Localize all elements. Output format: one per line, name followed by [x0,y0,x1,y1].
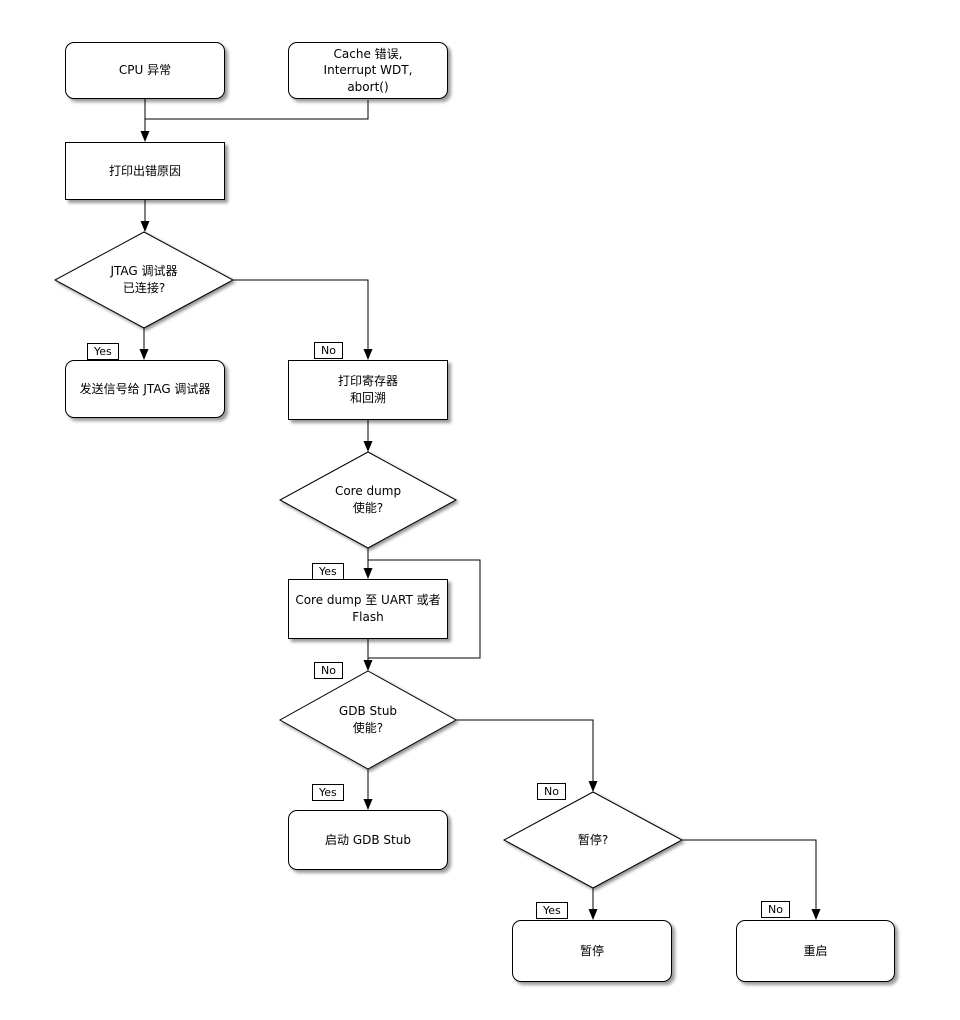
node-label-cpu-exception: CPU 异常 [118,63,172,78]
arrowhead-icon [139,349,149,360]
node-shape-halt-question [502,791,684,889]
node-label-start-gdbstub: 启动 GDB Stub [325,832,411,847]
node-print-registers: 打印寄存器 和回溯 [288,360,448,420]
node-gdbstub-enabled: GDB Stub 使能? [280,671,456,769]
node-shape-coredump-enabled [278,451,458,549]
branch-label-coredump-no: No [314,662,343,679]
node-halt-question: 暂停? [504,792,682,888]
edge-cache-join [145,100,369,120]
edge-halt-no-edge [682,839,817,919]
node-shape-gdbstub-enabled [278,670,458,770]
edge-coredump-no-edge [368,559,481,659]
node-cpu-exception: CPU 异常 [65,42,225,99]
node-start-gdbstub: 启动 GDB Stub [288,810,448,870]
node-coredump-enabled: Core dump 使能? [280,452,456,548]
arrowhead-icon [363,799,373,810]
branch-label-gdbstub-yes: Yes [312,784,344,801]
node-reboot: 重启 [736,920,895,982]
arrowhead-icon [363,568,373,579]
edge-gdb-no-edge [456,719,594,791]
node-label-coredump-uart-flash: Core dump 至 UART 或者 Flash [295,593,441,624]
node-label-halt: 暂停 [579,943,604,958]
node-label-send-signal-jtag: 发送信号给 JTAG 调试器 [79,381,211,396]
branch-label-coredump-yes: Yes [312,563,344,580]
arrowhead-icon [363,660,373,671]
node-label-print-registers: 打印寄存器 和回溯 [337,374,398,405]
branch-label-halt-no: No [537,783,566,800]
branch-label-halt-yes: Yes [536,902,568,919]
node-shape-jtag-connected [53,231,235,329]
node-label-halt-question: 暂停? [577,832,609,847]
node-coredump-uart-flash: Core dump 至 UART 或者 Flash [288,579,448,639]
arrowhead-icon [588,909,598,920]
arrowhead-icon [140,131,150,142]
node-label-reboot: 重启 [803,943,828,958]
node-label-print-error-cause: 打印出错原因 [108,163,181,178]
node-label-cache-error: Cache 错误, Interrupt WDT, abort() [323,46,413,94]
node-send-signal-jtag: 发送信号给 JTAG 调试器 [65,360,225,418]
branch-label-jtag-yes: Yes [87,343,119,360]
branch-label-reboot-no: No [761,901,790,918]
node-label-coredump-enabled: Core dump 使能? [334,484,402,515]
branch-label-jtag-no: No [314,342,343,359]
arrowhead-icon [588,781,598,792]
node-label-jtag-connected: JTAG 调试器 已连接? [110,264,178,295]
arrowhead-icon [363,441,373,452]
arrowhead-icon [140,221,150,232]
arrowhead-icon [811,909,821,920]
node-cache-error: Cache 错误, Interrupt WDT, abort() [288,42,448,99]
node-jtag-connected: JTAG 调试器 已连接? [55,232,233,328]
edge-jtag-no-edge [233,279,369,359]
arrowhead-icon [363,349,373,360]
node-label-gdbstub-enabled: GDB Stub 使能? [338,704,398,735]
node-halt: 暂停 [512,920,672,982]
node-print-error-cause: 打印出错原因 [65,142,225,200]
